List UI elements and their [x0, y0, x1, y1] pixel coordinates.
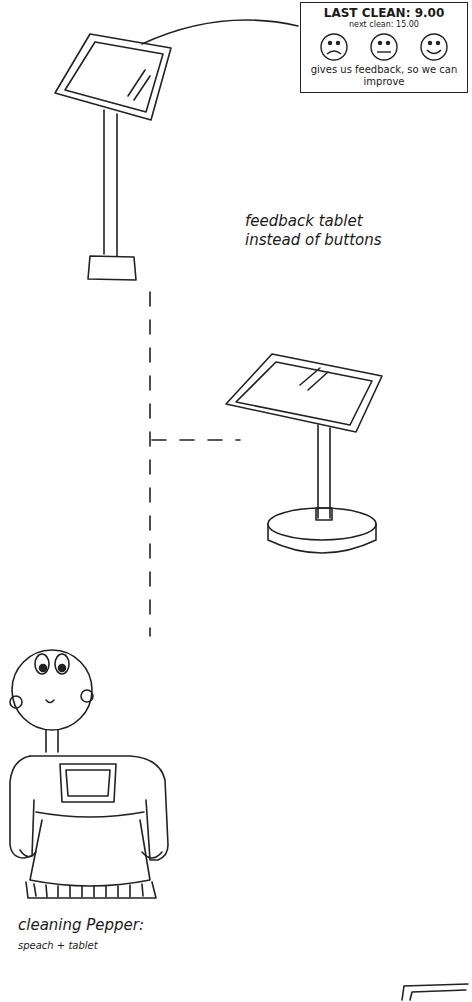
dashed-link — [149, 292, 151, 636]
feedback-faces — [309, 32, 459, 62]
callout-box: LAST CLEAN: 9.00next clean: 15.00 gives u… — [300, 2, 468, 93]
handwritten-note: speach + tablet — [18, 940, 198, 953]
pepper-robot — [10, 650, 168, 898]
handwritten-note: feedback tablet instead of buttons — [245, 212, 395, 250]
handwritten-note: cleaning Pepper: — [18, 916, 198, 935]
cut-off-sketch — [402, 984, 468, 1000]
callout-text: next clean: 15.00 — [306, 20, 462, 30]
callout-text: LAST CLEAN: 9.00 — [306, 6, 462, 20]
tablet-stand-round-base — [226, 354, 382, 553]
feedback-tablet-stand — [55, 34, 171, 280]
callout-text: gives us feedback, so we can improve — [306, 64, 462, 88]
dashed-branch — [152, 439, 240, 441]
callout-leader — [142, 20, 298, 44]
